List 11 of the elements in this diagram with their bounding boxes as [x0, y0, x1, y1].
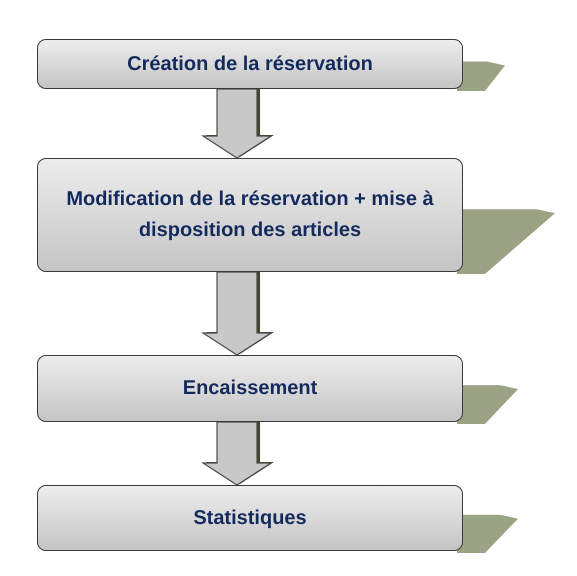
box-label: Modification de la réservation + mise à disposition des articles [65, 187, 435, 243]
box-label: Encaissement [182, 376, 318, 401]
block-arrow [200, 88, 274, 159]
block-arrow [200, 421, 274, 486]
process-box [37, 39, 463, 89]
process-box [37, 158, 463, 272]
process-box [37, 485, 463, 551]
process-box [37, 355, 463, 422]
box-label: Création de la réservation [126, 52, 374, 76]
block-arrow [200, 271, 274, 356]
box-label: Statistiques [192, 506, 308, 530]
